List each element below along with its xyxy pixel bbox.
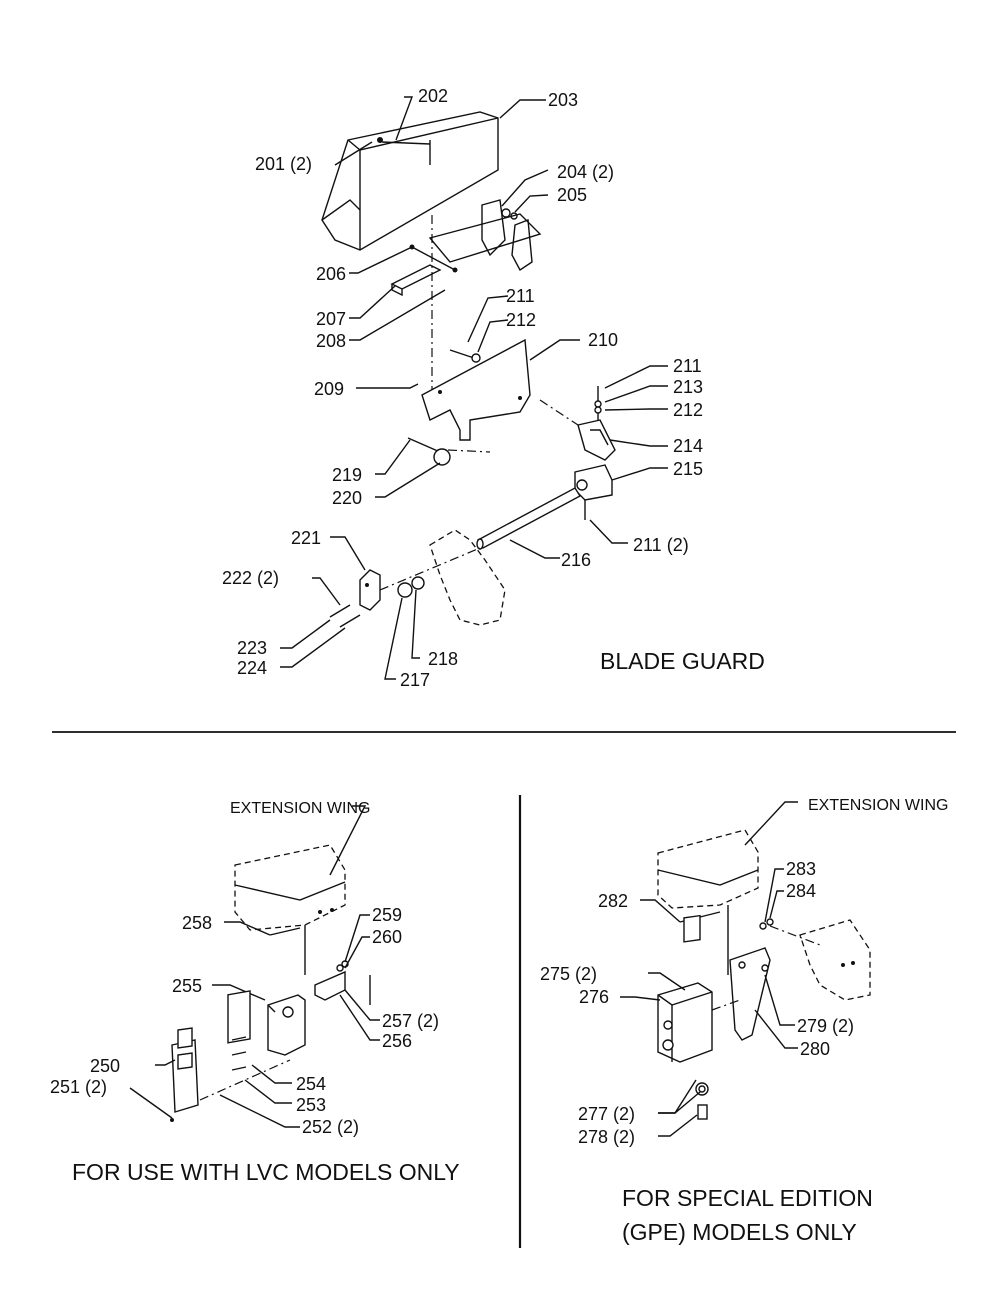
blade-guard-title: BLADE GUARD [600, 648, 765, 674]
callout: 283 [786, 859, 816, 879]
callout: 275 (2) [540, 964, 597, 984]
callout: 277 (2) [578, 1104, 635, 1124]
callout: 255 [172, 976, 202, 996]
switch-box-part [657, 914, 713, 1063]
callout: 254 [296, 1074, 326, 1094]
callout: 279 (2) [797, 1016, 854, 1036]
callout: 204 (2) [557, 162, 614, 182]
gpe-title-line2: (GPE) MODELS ONLY [622, 1219, 857, 1245]
gpe-title-line1: FOR SPECIAL EDITION [622, 1185, 873, 1211]
callout: 284 [786, 881, 816, 901]
callout: 256 [382, 1031, 412, 1051]
anti-kickback-pawls-part [481, 199, 533, 272]
callout: 253 [296, 1095, 326, 1115]
lvc-callouts: EXTENSION WING 258 259 260 255 257 (2) 2… [50, 800, 439, 1137]
callout: 207 [316, 309, 346, 329]
gpe-switch-assembly [620, 801, 871, 1137]
callout: 211 [673, 356, 702, 376]
mounting-arm-part [729, 947, 771, 1041]
callout: 201 (2) [255, 154, 312, 174]
callout: 203 [548, 90, 578, 110]
blade-guard-callouts: 202 203 201 (2) 204 (2) 205 206 207 208 … [222, 86, 703, 690]
callout: 258 [182, 913, 212, 933]
callout: 250 [90, 1056, 120, 1076]
rear-bracket-part [574, 386, 616, 520]
switch-contact-block-part [227, 990, 251, 1071]
callout: 220 [332, 488, 362, 508]
callout: 205 [557, 185, 587, 205]
support-rod-part [476, 487, 581, 550]
splitter-plate-part [421, 338, 531, 441]
extension-wing-outline [234, 844, 346, 931]
extension-wing-label: EXTENSION WING [808, 797, 948, 814]
callout: 211 (2) [633, 535, 689, 555]
callout: 211 [506, 286, 535, 306]
guard-housing-part [321, 111, 499, 251]
callout: 215 [673, 459, 703, 479]
callout: 282 [598, 891, 628, 911]
callout: 212 [673, 400, 703, 420]
callout: 278 (2) [578, 1127, 635, 1147]
callout: 260 [372, 927, 402, 947]
callout: 212 [506, 310, 536, 330]
callout: 257 (2) [382, 1011, 439, 1031]
callout: 280 [800, 1039, 830, 1059]
callout: 209 [314, 379, 344, 399]
callout: 223 [237, 638, 267, 658]
mounting-bracket-part [359, 569, 381, 611]
switch-bracket-part [304, 925, 346, 1001]
callout: 217 [400, 670, 430, 690]
callout: 252 (2) [302, 1117, 359, 1137]
callout: 202 [418, 86, 448, 106]
callout: 206 [316, 264, 346, 284]
lvc-switch-assembly [129, 805, 380, 1128]
lvc-title: FOR USE WITH LVC MODELS ONLY [72, 1159, 460, 1185]
callout: 224 [237, 658, 267, 678]
callout: 218 [428, 649, 458, 669]
callout: 276 [579, 987, 609, 1007]
switch-box-part [267, 994, 306, 1056]
callout: 259 [372, 905, 402, 925]
callout: 213 [673, 377, 703, 397]
callout: 251 (2) [50, 1077, 107, 1097]
callout: 208 [316, 331, 346, 351]
blade-guard-assembly [280, 96, 668, 680]
switch-face-plate-part [171, 1027, 199, 1113]
callout: 210 [588, 330, 618, 350]
callout: 216 [561, 550, 591, 570]
extension-wing-outline [657, 829, 759, 909]
callout: 222 (2) [222, 568, 279, 588]
callout: 219 [332, 465, 362, 485]
callout: 221 [291, 528, 321, 548]
extension-wing-label: EXTENSION WING [230, 800, 370, 817]
gpe-callouts: EXTENSION WING 283 284 282 275 (2) 276 2… [540, 797, 948, 1147]
callout: 214 [673, 436, 703, 456]
